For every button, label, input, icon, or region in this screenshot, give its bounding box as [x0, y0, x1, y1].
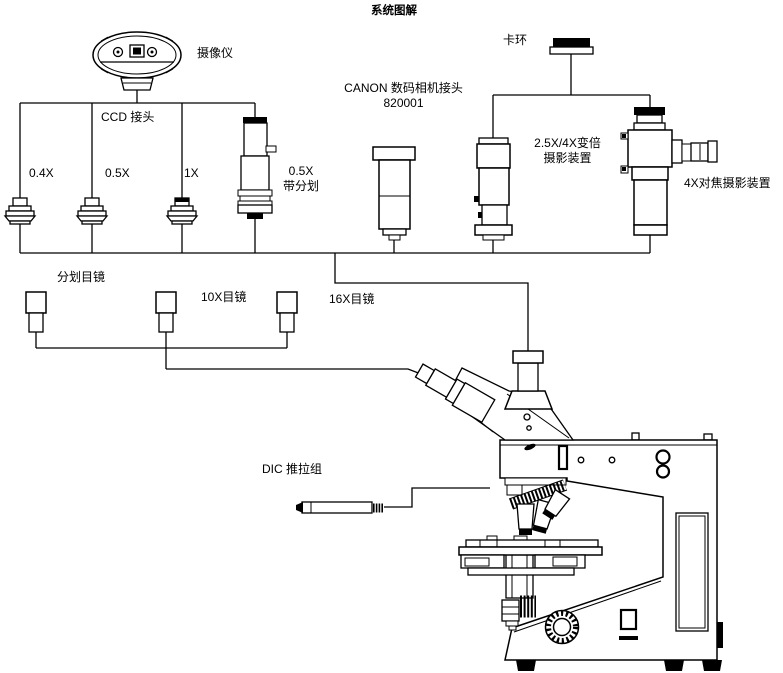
snap-ring-drawing [549, 38, 594, 55]
label-adapter-1x: 1X [184, 166, 199, 180]
connector-lines [19, 53, 651, 508]
label-zoom-device-line1: 2.5X/4X变倍 [534, 136, 601, 150]
microscope-drawing [414, 350, 723, 671]
label-focus-device: 4X对焦摄影装置 [684, 176, 771, 190]
binocular-tube-drawing [414, 363, 496, 424]
eyepiece-reticle-drawing [25, 291, 47, 333]
adapter-04x-drawing [3, 197, 37, 225]
zoom-photo-device-drawing [474, 137, 513, 241]
label-adapter-04x: 0.4X [29, 166, 54, 180]
eyepiece-16x-drawing [276, 291, 298, 333]
label-snap-ring: 卡环 [503, 33, 528, 47]
label-reticle-eyepiece: 分划目镜 [57, 270, 106, 284]
label-canon-adapter: CANON 数码相机接头 820001 [336, 81, 471, 111]
label-reticle-adapter-line1: 0.5X [288, 164, 314, 178]
eyepiece-10x-drawing [155, 291, 177, 333]
camera-device-drawing [92, 31, 182, 91]
dic-slider-drawing [296, 501, 383, 514]
label-zoom-device-line2: 摄影装置 [543, 151, 592, 165]
label-eyepiece-10x: 10X目镜 [201, 290, 247, 304]
label-eyepiece-16x: 16X目镜 [329, 292, 375, 306]
label-adapter-05x: 0.5X [105, 166, 130, 180]
diagram-title: 系统图解 [371, 5, 417, 17]
canon-adapter-drawing [372, 146, 416, 241]
label-ccd-adapter: CCD 接头 [101, 110, 155, 124]
label-canon-line1: CANON 数码相机接头 [344, 81, 463, 95]
label-zoom-device: 2.5X/4X变倍 摄影装置 [520, 136, 615, 166]
label-reticle-adapter-line2: 带分划 [282, 179, 319, 193]
adapter-1x-drawing [165, 197, 199, 225]
focus-photo-device-drawing [620, 107, 718, 236]
label-reticle-adapter: 0.5X 带分划 [279, 164, 323, 194]
adapter-05x-drawing [75, 197, 109, 225]
reticle-adapter-drawing [237, 117, 277, 219]
label-dic-slider: DIC 推拉组 [262, 462, 323, 476]
label-canon-line2: 820001 [383, 96, 424, 110]
label-camera: 摄像仪 [197, 46, 234, 60]
